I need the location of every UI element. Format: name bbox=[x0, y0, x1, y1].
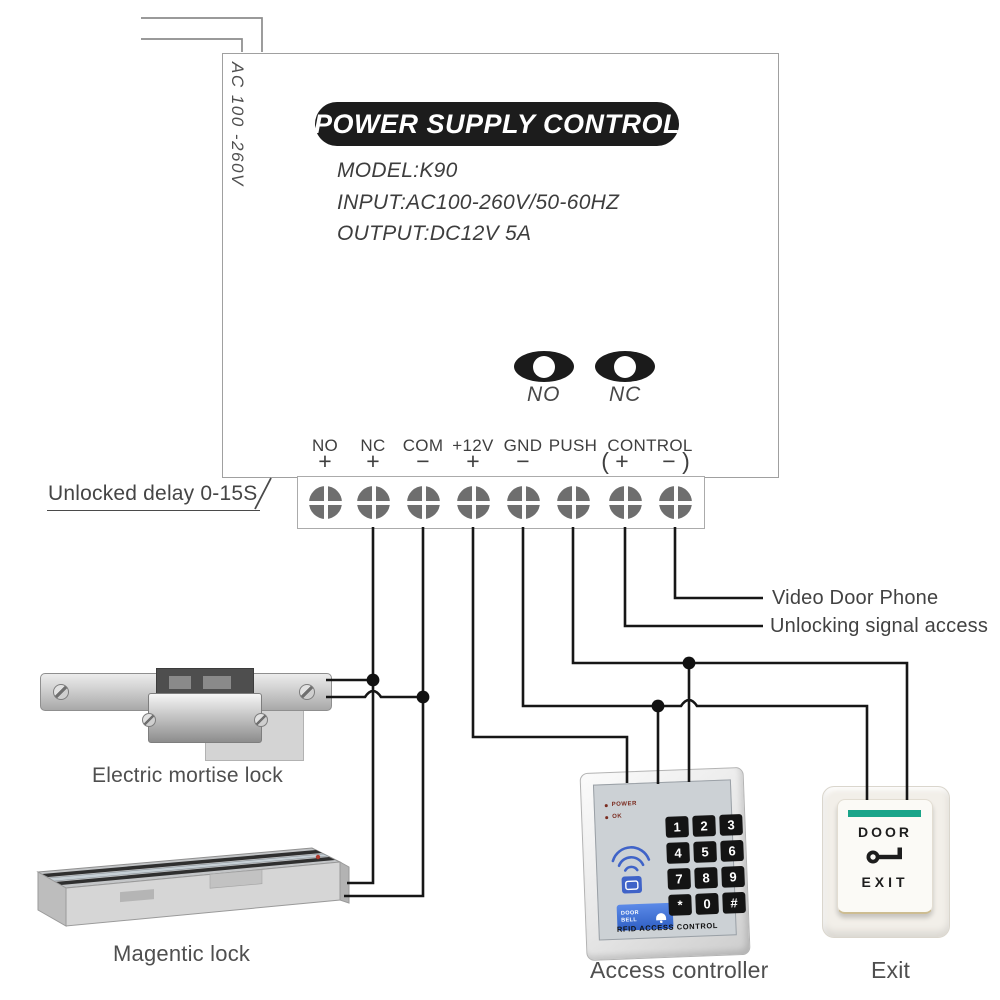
key-0[interactable]: 0 bbox=[695, 892, 719, 915]
mortise-screw-left-icon bbox=[53, 684, 69, 700]
wire-12v-to-controller bbox=[471, 527, 629, 783]
wire-control-minus-to-label bbox=[673, 527, 763, 600]
bell-icon bbox=[656, 913, 667, 924]
terminal-name-gnd: GND bbox=[503, 436, 543, 455]
spec-input: INPUT:AC100-260V/50-60HZ bbox=[337, 190, 620, 214]
title-pill: POWER SUPPLY CONTROL bbox=[313, 102, 681, 146]
terminal-name-com: COM bbox=[402, 436, 444, 455]
terminal-block bbox=[297, 476, 705, 529]
mortise-latch bbox=[142, 665, 268, 745]
wire-nc-to-maglock bbox=[347, 527, 375, 885]
mortise-screw-right-icon bbox=[299, 684, 315, 700]
screw-terminal-no bbox=[309, 486, 342, 519]
access-controller-image: POWER OK DOOR BELL 1 2 3 4 bbox=[579, 766, 751, 962]
mortise-screw-latch-left-icon bbox=[142, 713, 156, 727]
key-9[interactable]: 9 bbox=[721, 865, 745, 888]
unlocking-signal-label: Unlocking signal access bbox=[770, 615, 989, 637]
screw-terminal-control-plus bbox=[609, 486, 642, 519]
ok-led: OK bbox=[605, 814, 622, 821]
access-controller-caption: Access controller bbox=[590, 957, 769, 983]
spec-lines: MODEL:K90 INPUT:AC100-260V/50-60HZ OUTPU… bbox=[337, 155, 619, 250]
exit-button-image: DOOR EXIT bbox=[822, 786, 950, 938]
terminal-name-push: PUSH bbox=[548, 436, 598, 455]
spec-model: MODEL:K90 bbox=[337, 159, 458, 182]
screw-terminal-12v bbox=[457, 486, 490, 519]
terminal-name-nc: NC bbox=[360, 436, 386, 455]
video-door-phone-label: Video Door Phone bbox=[772, 587, 939, 609]
mortise-strike-cavity bbox=[156, 668, 254, 697]
exit-exit-text: EXIT bbox=[861, 874, 909, 890]
terminal-name-no: NO bbox=[311, 436, 339, 455]
jumper-no-icon bbox=[514, 351, 574, 382]
electric-mortise-lock-image bbox=[40, 665, 332, 761]
terminal-sign-control-minus: − ) bbox=[662, 448, 690, 474]
jumper-no-label: NO bbox=[527, 383, 561, 406]
key-5[interactable]: 5 bbox=[693, 840, 717, 863]
key-hash[interactable]: # bbox=[722, 891, 746, 914]
terminal-sign-control-plus: ( + bbox=[601, 448, 629, 474]
wire-push-to-exit bbox=[571, 527, 909, 800]
terminal-name-control: CONTROL bbox=[607, 436, 693, 455]
page-title: POWER SUPPLY CONTROL bbox=[313, 108, 681, 139]
screw-terminal-com bbox=[407, 486, 440, 519]
mortise-lock-caption: Electric mortise lock bbox=[92, 764, 283, 787]
controller-panel: POWER OK DOOR BELL 1 2 3 4 bbox=[592, 779, 746, 941]
key-star[interactable]: * bbox=[668, 893, 693, 916]
terminal-sign-gnd: − bbox=[516, 448, 530, 474]
unlocked-delay-label: Unlocked delay 0-15S bbox=[47, 482, 261, 511]
key-3[interactable]: 3 bbox=[719, 813, 743, 836]
key-6[interactable]: 6 bbox=[720, 839, 744, 862]
exit-green-stripe bbox=[848, 810, 921, 817]
key-icon bbox=[866, 847, 902, 864]
ac-input-wires bbox=[141, 17, 263, 52]
jumper-nc-icon bbox=[595, 351, 655, 382]
screw-terminal-control-minus bbox=[659, 486, 692, 519]
spec-output: OUTPUT:DC12V 5A bbox=[337, 222, 532, 245]
wire-control-plus-to-label bbox=[623, 527, 763, 628]
jumper-nc-label: NC bbox=[609, 383, 642, 406]
rfid-waves-icon bbox=[611, 846, 651, 894]
key-2[interactable]: 2 bbox=[692, 814, 717, 837]
wire-mortise-bottom bbox=[326, 689, 423, 699]
ac-input-label: AC 100 -260V bbox=[228, 62, 247, 187]
wire-gnd-to-exit bbox=[521, 527, 869, 800]
exit-door-text: DOOR bbox=[858, 824, 912, 840]
terminal-sign-com: − bbox=[416, 448, 430, 474]
screw-terminal-push bbox=[557, 486, 590, 519]
key-8[interactable]: 8 bbox=[694, 866, 718, 889]
mortise-screw-latch-right-icon bbox=[254, 713, 268, 727]
magnetic-lock-image bbox=[36, 847, 350, 927]
keypad: 1 2 3 4 5 6 7 8 9 * 0 # bbox=[665, 813, 747, 916]
terminal-sign-nc: + bbox=[366, 448, 380, 474]
terminal-name-12v: +12V bbox=[452, 436, 494, 455]
screw-terminal-nc bbox=[357, 486, 390, 519]
terminal-sign-12v: + bbox=[466, 448, 480, 474]
key-1[interactable]: 1 bbox=[665, 816, 690, 838]
key-7[interactable]: 7 bbox=[667, 867, 692, 890]
door-bell-button[interactable]: DOOR BELL bbox=[616, 902, 674, 931]
exit-push-button[interactable]: DOOR EXIT bbox=[837, 799, 933, 914]
terminal-sign-no: + bbox=[318, 448, 332, 474]
power-led: POWER bbox=[604, 801, 637, 808]
screw-terminal-gnd bbox=[507, 486, 540, 519]
mortise-bracket bbox=[148, 693, 262, 743]
magnetic-lock-caption: Magentic lock bbox=[113, 941, 251, 966]
key-4[interactable]: 4 bbox=[666, 842, 691, 864]
junction-dots bbox=[366, 656, 696, 713]
exit-button-caption: Exit bbox=[871, 957, 911, 983]
